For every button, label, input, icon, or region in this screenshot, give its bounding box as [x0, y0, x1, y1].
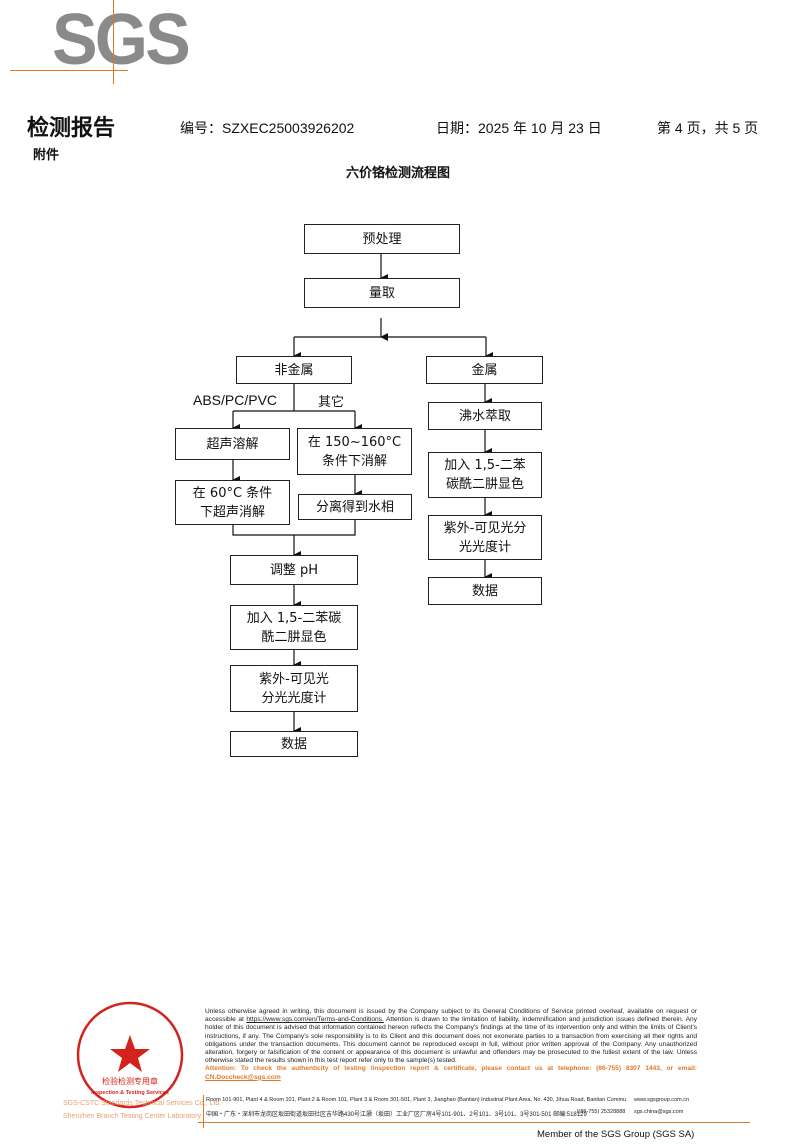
- step-ultrasonic-60: 在 60°C 条件 下超声消解: [175, 480, 290, 525]
- china-email-link[interactable]: sgs.china@sgs.com: [634, 1109, 684, 1115]
- svg-text:检验检测专用章: 检验检测专用章: [102, 1076, 158, 1086]
- member-text: Member of the SGS Group (SGS SA): [537, 1129, 695, 1140]
- phone: t(86-755) 25328888: [577, 1109, 626, 1115]
- flowchart-connectors: [232, 254, 493, 735]
- logo-vertical-line: [113, 0, 114, 84]
- step-add-dpc-left: 加入 1,5-二苯碳 酰二肼显色: [230, 605, 358, 650]
- stamp-text: SGS-CSTC Standards Technical Services Co…: [63, 1097, 221, 1123]
- stamp-line-2: Shenzhen Branch Testing Center Laborator…: [63, 1113, 202, 1120]
- step-adjust-ph: 调整 pH: [230, 555, 358, 585]
- branch-label-abs: ABS/PC/PVC: [193, 392, 278, 408]
- disclaimer-text-1: Unless otherwise agreed in writing, this…: [205, 1008, 697, 1024]
- report-title: 检测报告: [27, 116, 116, 141]
- stamp-line-1: SGS-CSTC Standards Technical Services Co…: [63, 1100, 222, 1107]
- step-metal: 金属: [426, 356, 543, 384]
- star-icon: [110, 1035, 150, 1072]
- svg-text:Inspection & Testing Services: Inspection & Testing Services: [91, 1090, 169, 1096]
- step-pretreatment: 预处理: [304, 224, 460, 254]
- step-data-right: 数据: [428, 577, 542, 605]
- step-nonmetal: 非金属: [236, 356, 352, 384]
- company-seal: 检验检测专用章 Inspection & Testing Services: [76, 1001, 184, 1109]
- step-separate-water: 分离得到水相: [298, 494, 412, 520]
- page-info: 第 4 页，共 5 页: [657, 120, 759, 136]
- disclaimer: Unless otherwise agreed in writing, this…: [205, 1008, 697, 1082]
- step-boiling-extract: 沸水萃取: [428, 402, 542, 430]
- report-number: 编号：SZXEC25003926202: [180, 120, 355, 136]
- footer-rule: [198, 1122, 750, 1123]
- logo-underline: [10, 70, 128, 71]
- step-uvvis-right: 紫外-可见光分 光光度计: [428, 515, 542, 560]
- doccheck-email-link[interactable]: CN.Doccheck@sgs.com: [205, 1073, 281, 1081]
- report-date: 日期：2025 年 10 月 23 日: [436, 120, 602, 136]
- attachment-label: 附件: [33, 148, 60, 163]
- step-digest-150: 在 150~160°C 条件下消解: [297, 428, 412, 475]
- address-cn: 中国・广东・深圳市龙岗区坂田街道坂田社区吉华路430号江灏（坂田）工业厂区厂房4…: [206, 1112, 587, 1118]
- step-data-left: 数据: [230, 731, 358, 757]
- terms-link[interactable]: https://www.sgs.com/en/Terms-and-Conditi…: [246, 1016, 384, 1024]
- branch-label-other: 其它: [318, 395, 345, 410]
- footer-vertical-line: [203, 1095, 204, 1128]
- disclaimer-text-2: Attention is drawn to the limitation of …: [205, 1016, 698, 1065]
- address-en: Room 101-901, Plant 4 & Room 101, Plant …: [206, 1097, 626, 1103]
- doc-title: 六价铬检测流程图: [345, 166, 450, 181]
- sgs-logo: SGS: [52, 0, 191, 80]
- step-add-dpc-right: 加入 1,5-二苯 碳酰二肼显色: [428, 452, 542, 498]
- step-ultrasonic-dissolve: 超声溶解: [175, 428, 290, 460]
- step-measure: 量取: [304, 278, 460, 308]
- website-link[interactable]: www.sgsgroup.com.cn: [634, 1097, 690, 1103]
- step-uvvis-left: 紫外-可见光 分光光度计: [230, 665, 358, 712]
- attention-text: Attention: To check the authenticity of …: [205, 1065, 697, 1073]
